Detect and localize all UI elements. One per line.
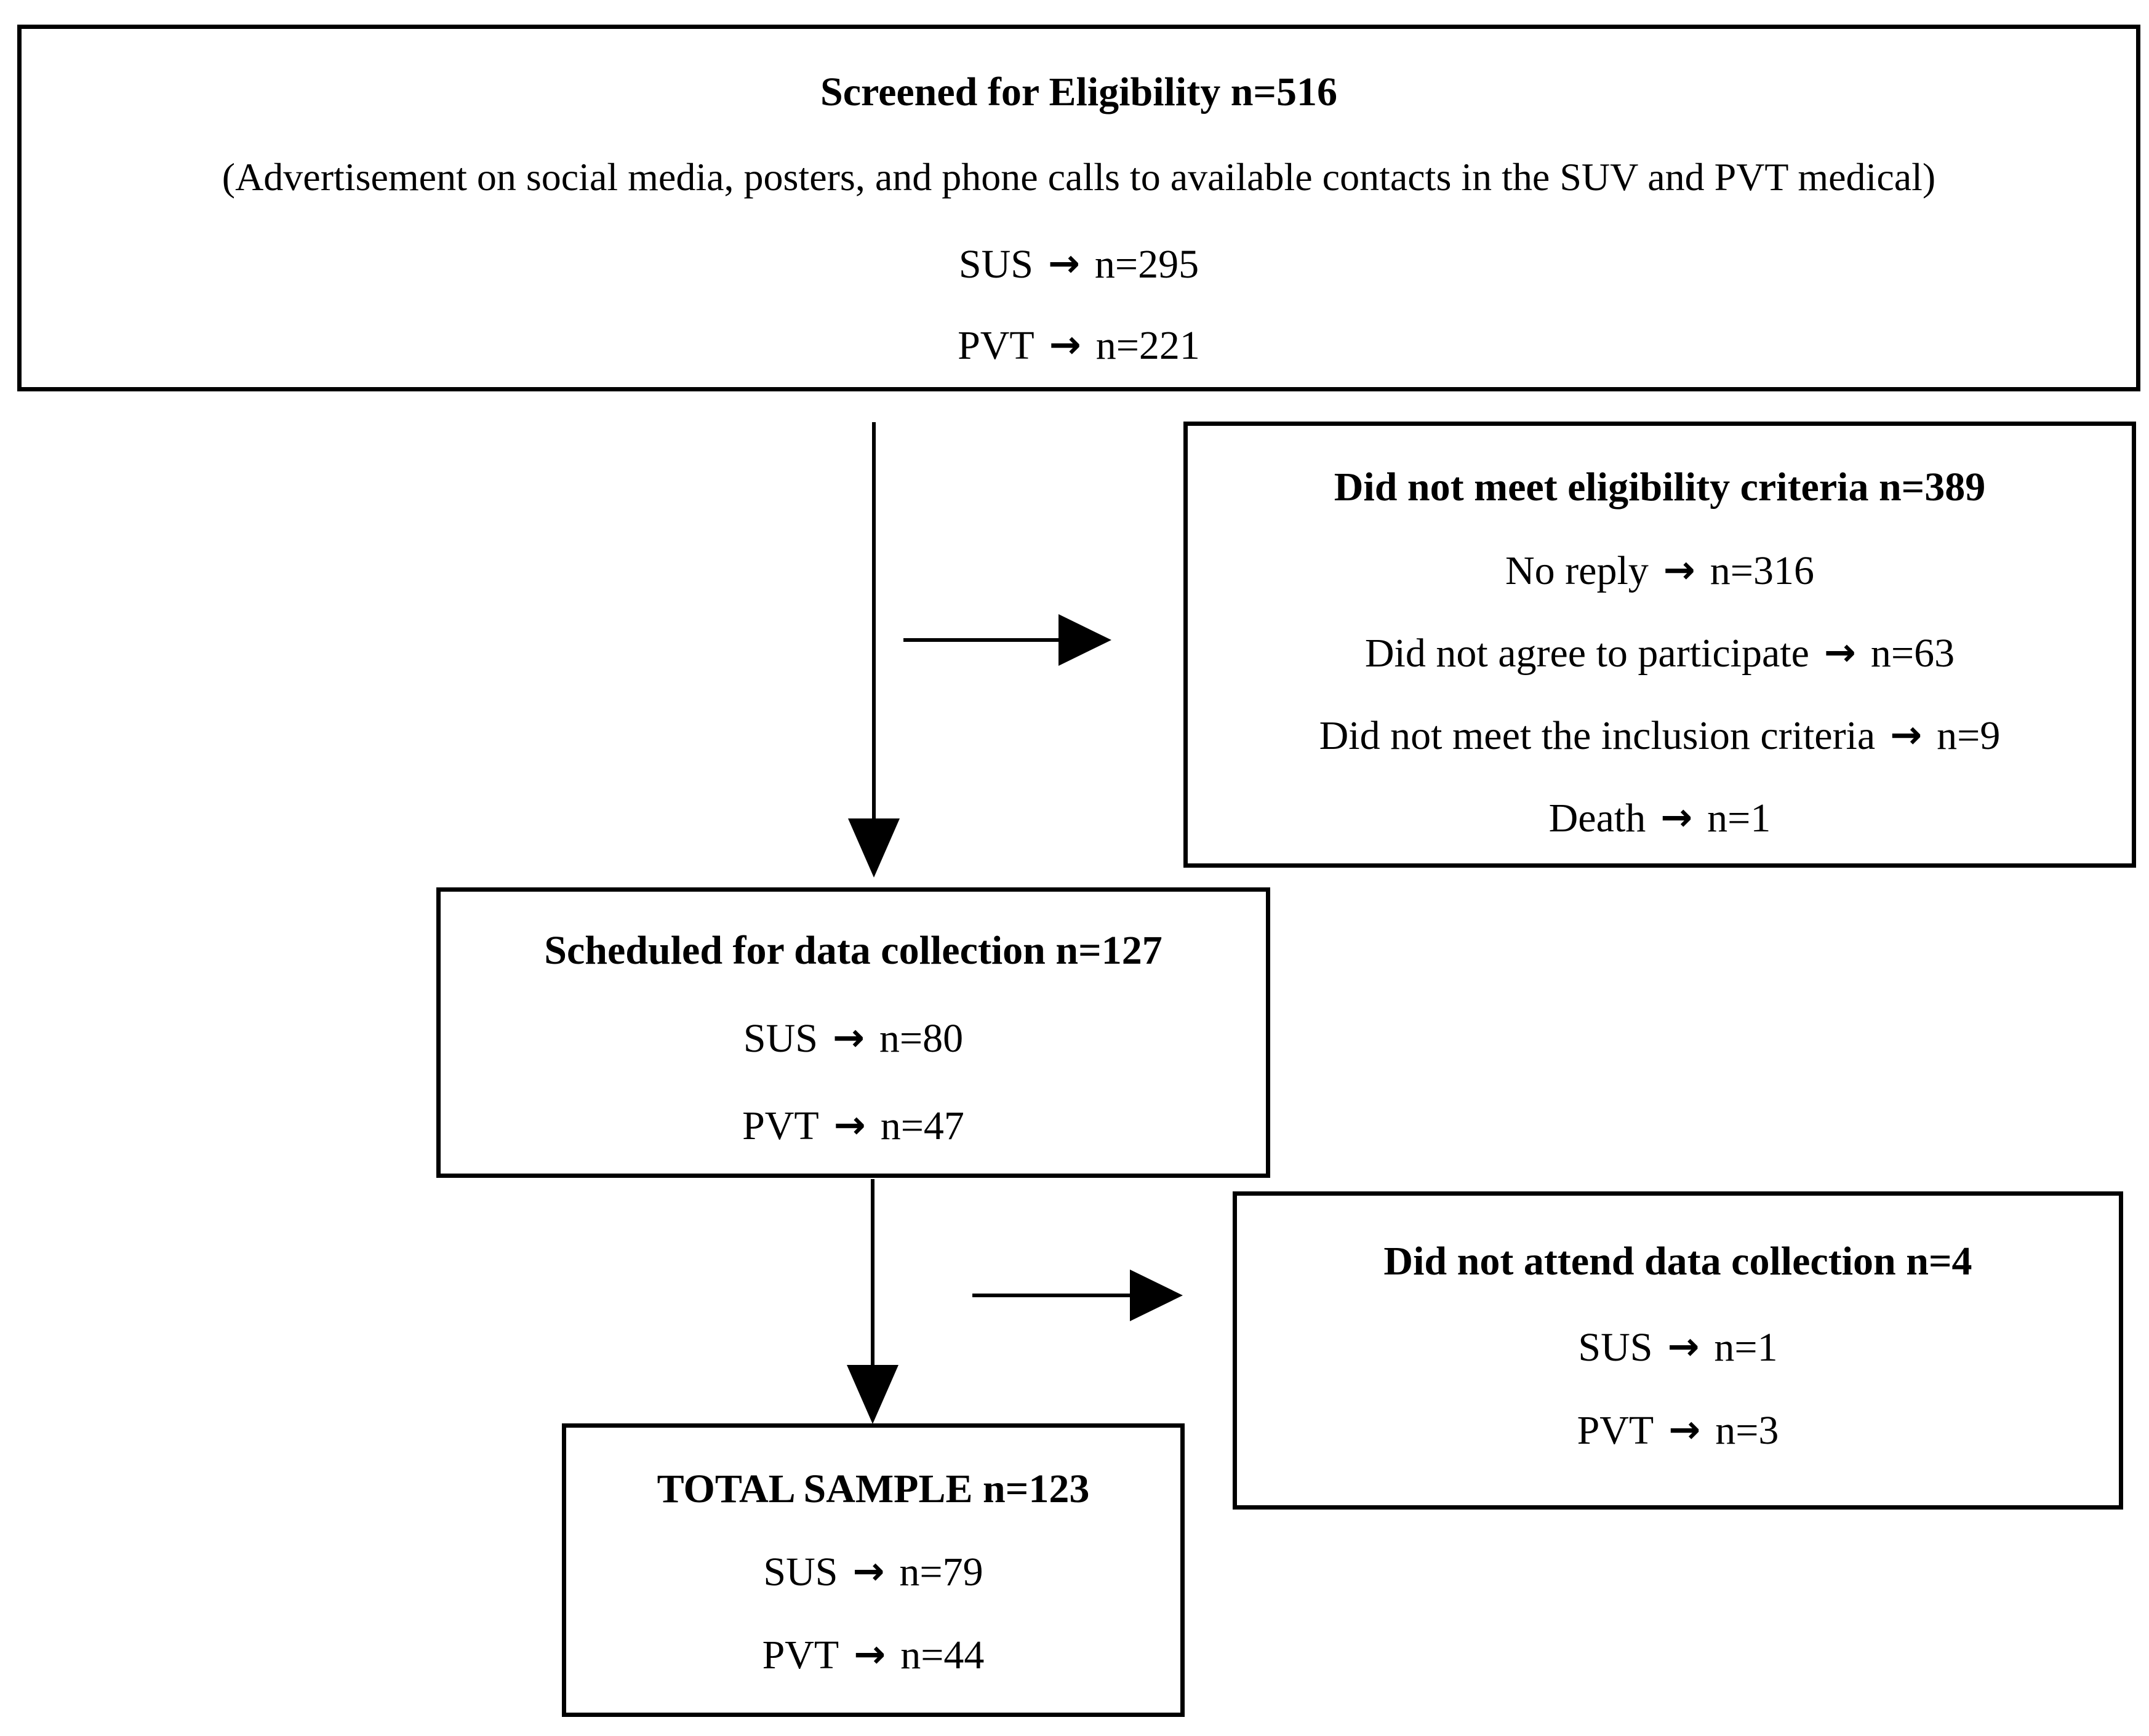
box-title: Screened for Eligibility n=516	[22, 68, 2136, 117]
list-item: SUS → n=80	[441, 1014, 1266, 1063]
list-item: PVT → n=221	[22, 321, 2136, 370]
title-text: Screened for Eligibility n=516	[820, 70, 1338, 114]
line-label: Death	[1548, 796, 1646, 841]
line-label: SUS	[763, 1550, 838, 1594]
subtitle-text: (Advertisement on social media, posters,…	[222, 155, 1936, 199]
list-item: SUS → n=295	[22, 240, 2136, 289]
line-label: PVT	[762, 1633, 839, 1678]
line-value: n=63	[1870, 631, 1955, 676]
line-value: n=1	[1714, 1325, 1778, 1370]
title-text: Did not meet eligibility criteria n=389	[1334, 465, 1986, 510]
right-arrow-glyph: →	[1667, 1324, 1700, 1369]
title-text: Scheduled for data collection n=127	[544, 928, 1163, 973]
line-value: n=316	[1710, 548, 1814, 593]
line-label: Did not agree to participate	[1364, 631, 1809, 676]
list-item: No reply → n=316	[1188, 546, 2132, 596]
line-label: PVT	[1577, 1408, 1654, 1453]
right-arrow-glyph: →	[833, 1102, 866, 1147]
right-arrow-glyph: →	[832, 1015, 865, 1060]
right-arrow-glyph: →	[852, 1548, 885, 1593]
list-item: Did not meet the inclusion criteria → n=…	[1188, 711, 2132, 761]
line-value: n=47	[880, 1103, 964, 1148]
down-arrow-head	[847, 1365, 898, 1424]
right-arrow-shaft	[903, 638, 1058, 642]
line-value: n=1	[1707, 796, 1771, 841]
list-item: SUS → n=1	[1237, 1323, 2119, 1372]
box-title: Did not attend data collection n=4	[1237, 1237, 2119, 1286]
list-item: Death → n=1	[1188, 794, 2132, 843]
line-label: No reply	[1505, 548, 1649, 593]
list-item: SUS → n=79	[566, 1548, 1180, 1597]
title-text: TOTAL SAMPLE n=123	[657, 1466, 1090, 1511]
line-value: n=9	[1937, 713, 2001, 758]
down-arrow-shaft	[872, 422, 876, 818]
right-arrow-glyph: →	[1823, 630, 1856, 674]
line-label: SUS	[1578, 1325, 1653, 1370]
right-arrow-glyph: →	[1660, 794, 1693, 839]
line-value: n=79	[899, 1550, 983, 1594]
list-item: PVT → n=47	[441, 1102, 1266, 1151]
box-did-not-attend: Did not attend data collection n=4 SUS →…	[1233, 1191, 2123, 1510]
box-scheduled-for-data-collection: Scheduled for data collection n=127 SUS …	[436, 887, 1270, 1178]
box-title: Scheduled for data collection n=127	[441, 926, 1266, 975]
list-item: PVT → n=44	[566, 1631, 1180, 1680]
box-subtitle: (Advertisement on social media, posters,…	[22, 153, 2136, 202]
right-arrow-glyph: →	[1663, 547, 1695, 592]
box-did-not-meet-eligibility: Did not meet eligibility criteria n=389 …	[1183, 422, 2136, 868]
line-label: PVT	[742, 1103, 819, 1148]
right-arrow-glyph: →	[1890, 712, 1923, 757]
down-arrow-head	[848, 818, 900, 878]
line-value: n=3	[1715, 1408, 1779, 1453]
list-item: Did not agree to participate → n=63	[1188, 629, 2132, 678]
line-label: SUS	[743, 1016, 818, 1061]
box-title: TOTAL SAMPLE n=123	[566, 1465, 1180, 1514]
line-label: PVT	[958, 323, 1034, 368]
box-title: Did not meet eligibility criteria n=389	[1188, 463, 2132, 512]
down-arrow-shaft	[871, 1179, 874, 1365]
line-value: n=295	[1094, 242, 1199, 287]
right-arrow-glyph: →	[1668, 1407, 1701, 1452]
line-label: SUS	[958, 242, 1033, 287]
right-arrow-glyph: →	[1049, 322, 1081, 367]
right-arrow-shaft	[972, 1294, 1130, 1297]
line-label: Did not meet the inclusion criteria	[1319, 713, 1876, 758]
line-value: n=221	[1095, 323, 1200, 368]
title-text: Did not attend data collection n=4	[1383, 1239, 1972, 1284]
line-value: n=80	[879, 1016, 964, 1061]
list-item: PVT → n=3	[1237, 1406, 2119, 1455]
box-screened-for-eligibility: Screened for Eligibility n=516 (Advertis…	[17, 25, 2140, 391]
right-arrow-glyph: →	[1047, 241, 1080, 286]
line-value: n=44	[900, 1633, 985, 1678]
right-arrow-head	[1130, 1270, 1183, 1321]
box-total-sample: TOTAL SAMPLE n=123 SUS → n=79 PVT → n=44	[562, 1423, 1185, 1717]
right-arrow-glyph: →	[854, 1631, 886, 1676]
right-arrow-head	[1058, 614, 1111, 666]
